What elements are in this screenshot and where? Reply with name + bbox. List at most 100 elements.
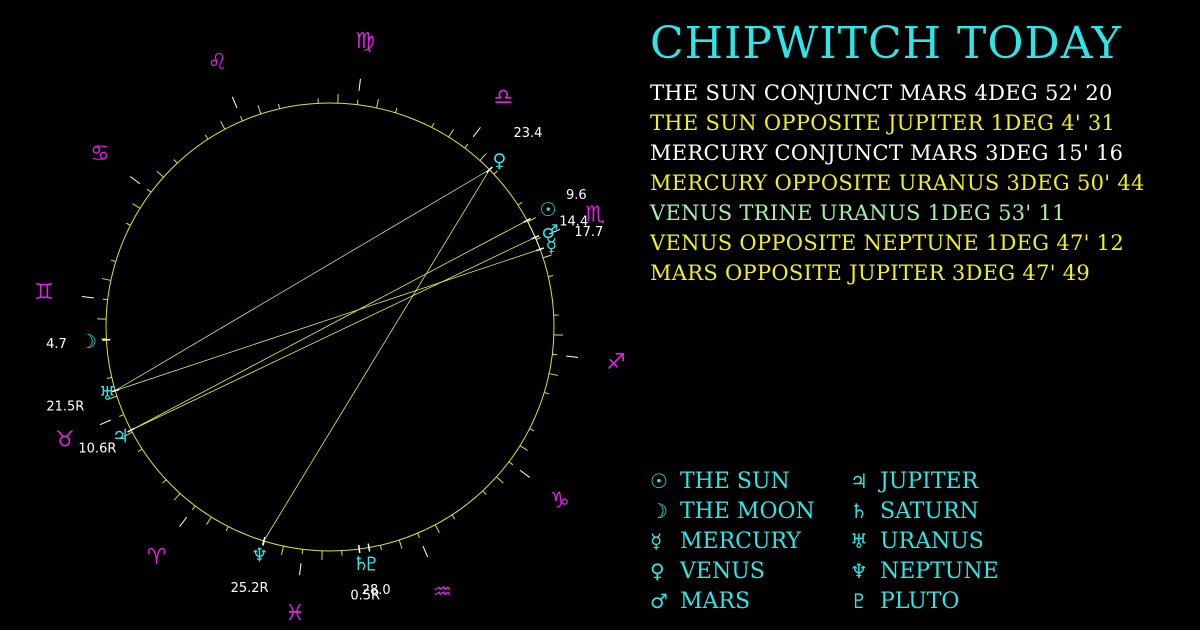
uranus-icon: ♅ (99, 383, 116, 405)
wheel-tick (162, 479, 167, 484)
wheel-tick (173, 493, 181, 501)
aquarius-icon: ♒ (433, 580, 453, 605)
aspect-line-venus-neptune (263, 169, 490, 542)
venus-degree-label: 23.4 (513, 126, 542, 141)
wheel-tick (482, 490, 487, 495)
neptune-icon: ♆ (251, 544, 268, 566)
wheel-tick (173, 159, 178, 164)
mars-icon: ♂ (541, 221, 558, 243)
legend-item-venus: ♀ VENUS (650, 556, 765, 587)
mars-marker (531, 235, 540, 240)
wheel-tick (552, 353, 558, 356)
aspect-item: VENUS OPPOSITE NEPTUNE 1DEG 47' 12 (650, 231, 1125, 255)
jupiter-icon: ♃ (850, 469, 868, 493)
wheel-tick (240, 116, 243, 122)
legend-item-mars: ♂MARS (650, 586, 750, 617)
wheel-tick (106, 376, 112, 380)
moon-degree-label: 4.7 (46, 337, 67, 352)
planet-markers: ☉9.6☽4.7☿17.7♀23.4♂14.4♃10.6R♄0.5R♅21.5R… (46, 126, 603, 604)
saturn-marker (357, 545, 361, 554)
wheel-tick (479, 153, 487, 161)
wheel-tick (124, 431, 133, 437)
taurus-icon: ♉ (55, 428, 75, 453)
wheel-tick (448, 129, 454, 138)
wheel-tick (156, 170, 164, 178)
wheel-tick (395, 107, 398, 113)
saturn-degree-label: 0.5R (350, 589, 380, 604)
venus-icon: ♀ (493, 150, 507, 172)
wheel-tick (206, 516, 212, 525)
aspect-item: THE SUN CONJUNCT MARS 4DEG 52' 20 (650, 81, 1113, 105)
wheel-tick (220, 121, 226, 130)
wheel-tick (125, 222, 131, 226)
planet-legend: ☉THE SUN ☽THE MOON ☿MERCURY ♀VENUS ♂MARS… (650, 466, 1050, 616)
wheel-tick (225, 526, 229, 532)
legend-item-uranus: ♅URANUS (850, 526, 984, 557)
sign-boundary-tick (99, 419, 112, 426)
wheel-tick (517, 201, 523, 206)
wheel-tick (398, 539, 403, 549)
wheel-tick (110, 259, 116, 262)
venus-marker (486, 166, 493, 174)
sun-marker (523, 217, 531, 224)
legend-label: URANUS (880, 529, 984, 554)
sign-boundary-tick (519, 469, 530, 478)
legend-label: VENUS (680, 559, 765, 584)
page-title: CHIPWITCH TODAY (650, 18, 1122, 69)
wheel-tick (434, 524, 440, 533)
aspect-item: MERCURY CONJUNCT MARS 3DEG 15' 16 (650, 141, 1124, 165)
jupiter-marker (127, 427, 136, 433)
wheel-tick (281, 546, 284, 556)
legend-item-pluto: ♇PLUTO (850, 586, 959, 617)
legend-item-neptune: ♆NEPTUNE (850, 556, 999, 587)
aspect-item: VENUS TRINE URANUS 1DEG 53' 11 (650, 201, 1066, 225)
libra-icon: ♎ (493, 85, 513, 110)
mars-icon: ♂ (650, 589, 668, 613)
legend-item-saturn: ♄ SATURN (850, 496, 979, 527)
aries-icon: ♈ (147, 545, 167, 570)
legend-label: PLUTO (880, 589, 960, 614)
aspect-item: THE SUN OPPOSITE JUPITER 1DEG 4' 31 (650, 111, 1116, 135)
aspect-line-mercury-uranus (115, 248, 541, 391)
wheel-tick (379, 545, 383, 551)
wheel-tick (262, 541, 265, 547)
aspect-line-sun-mars (526, 220, 536, 238)
pluto-marker (367, 543, 371, 552)
legend-label: SATURN (880, 499, 979, 524)
legend-label: MERCURY (680, 529, 801, 554)
uranus-degree-label: 21.5R (46, 399, 84, 414)
legend-item-sun: ☉THE SUN (650, 466, 790, 497)
wheel-circle (105, 102, 555, 552)
wheel-tick (277, 103, 281, 109)
wheel-tick (101, 278, 111, 281)
leo-icon: ♌ (208, 50, 228, 75)
legend-item-jupiter: ♃JUPITER (850, 466, 978, 497)
wheel-tick (529, 428, 535, 432)
sign-boundary-tick (81, 296, 94, 299)
aspect-line-sun-jupiter (130, 220, 528, 431)
sign-boundary-tick (472, 127, 481, 138)
wheel-tick (544, 392, 550, 395)
venus-icon: ♀ (650, 559, 665, 583)
aspect-item: MARS OPPOSITE JUPITER 3DEG 47' 49 (650, 261, 1091, 285)
gemini-icon: ♊ (34, 280, 54, 305)
wheel-tick (508, 461, 514, 466)
sign-boundary-tick (231, 96, 238, 109)
sign-boundary-tick (548, 228, 561, 235)
aspect-line-mercury-mars (534, 237, 541, 250)
mercury-degree-label: 17.7 (574, 225, 603, 240)
sagittarius-icon: ♐ (606, 350, 626, 375)
moon-icon: ☽ (650, 499, 668, 523)
saturn-icon: ♄ (353, 553, 370, 575)
wheel-tick (417, 532, 420, 538)
wheel-tick (301, 549, 304, 555)
wheel-tick (108, 395, 118, 400)
wheel-tick (451, 514, 456, 520)
saturn-icon: ♄ (850, 499, 868, 523)
wheel-tick (548, 274, 554, 278)
virgo-icon: ♍ (355, 29, 375, 54)
sun-degree-label: 9.6 (566, 188, 587, 203)
neptune-marker (261, 536, 266, 546)
wheel-tick (549, 373, 559, 376)
sign-boundary-tick (299, 563, 302, 576)
